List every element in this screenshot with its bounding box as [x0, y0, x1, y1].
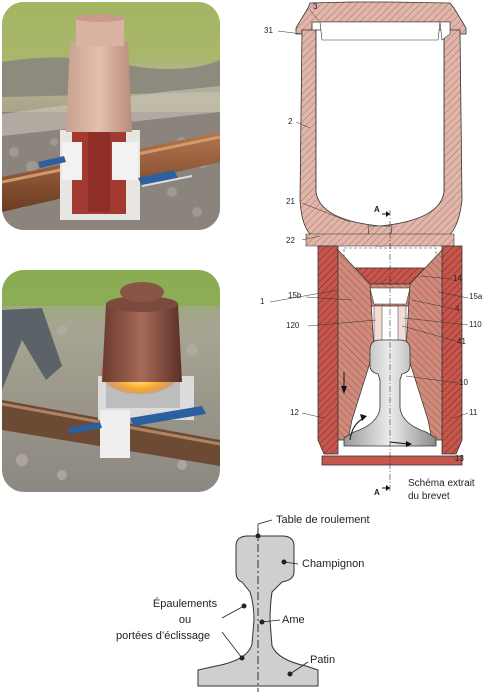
- callout-10: 10: [459, 378, 468, 387]
- section-label-bottom: A: [374, 488, 380, 497]
- label-patin: Patin: [310, 654, 336, 666]
- mould-half-15b: [337, 249, 375, 441]
- patent-drawing: 3 31 2 21 22 1 14 15b 15a 4 120 110 41 1…: [240, 0, 500, 510]
- callout-110: 110: [469, 320, 482, 329]
- label-epaulements-2: ou: [178, 614, 192, 626]
- callout-15a: 15a: [469, 292, 483, 301]
- callout-41: 41: [457, 337, 466, 346]
- callout-11: 11: [469, 408, 478, 417]
- callout-1: 1: [260, 297, 265, 306]
- base-plate: [321, 455, 463, 466]
- photo-crucible-reaction: [2, 270, 220, 492]
- callout-31: 31: [264, 26, 273, 35]
- patent-caption-line1: Schéma extrait: [408, 478, 475, 489]
- callout-21: 21: [286, 197, 295, 206]
- label-champignon: Champignon: [302, 558, 365, 570]
- label-epaulements-3: portées d’éclissage: [116, 630, 211, 642]
- patent-caption-line2: du brevet: [408, 491, 450, 502]
- callout-2: 2: [288, 117, 293, 126]
- rail-cross-section: Table de roulement Champignon Épaulement…: [110, 510, 500, 692]
- label-epaulements-1: Épaulements: [152, 598, 218, 610]
- mould-half-15a: [405, 249, 443, 441]
- callout-15b: 15b: [288, 291, 302, 300]
- callout-13: 13: [455, 454, 464, 463]
- rail-cross-section-svg: [197, 519, 319, 692]
- callout-4: 4: [455, 304, 460, 313]
- callout-120: 120: [286, 321, 300, 330]
- callout-12: 12: [290, 408, 299, 417]
- label-table-de-roulement: Table de roulement: [276, 514, 370, 526]
- photo-crucible-on-rail: [2, 2, 220, 230]
- callout-3: 3: [313, 2, 318, 11]
- mould-shell-left: [317, 245, 339, 455]
- callout-22: 22: [286, 236, 295, 245]
- label-ame: Ame: [282, 614, 305, 626]
- callout-14: 14: [453, 274, 462, 283]
- rail-profile: [343, 339, 437, 447]
- patent-drawing-svg: [269, 1, 469, 492]
- section-label-top: A: [374, 205, 380, 214]
